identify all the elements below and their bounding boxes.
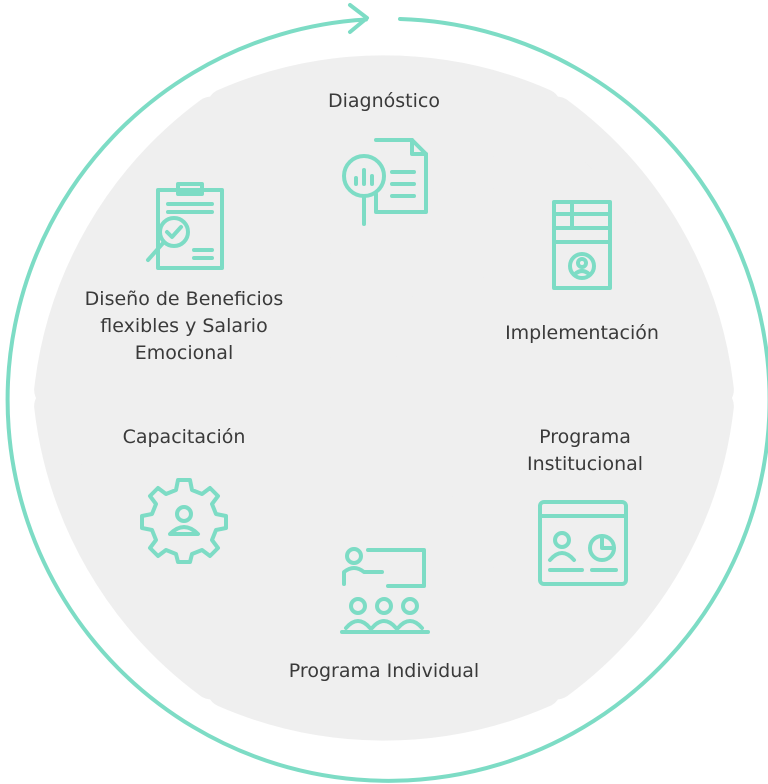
dashboard-user-icon: [536, 498, 630, 592]
segment-3: [207, 396, 561, 741]
segment-label-programa-institucional: Programa Institucional: [526, 426, 644, 475]
clipboard-check-icon: [144, 180, 226, 276]
document-analysis-icon: [336, 136, 432, 232]
segment-label-programa-individual: Programa Individual: [288, 660, 480, 682]
cycle-arrowhead-icon: [348, 3, 369, 34]
segment-label-diseno-beneficios: Diseño de Beneficios flexibles y Salario…: [84, 288, 284, 364]
cycle-ring: [5, 17, 768, 783]
presentation-group-icon: [338, 544, 432, 640]
segment-4: [34, 388, 389, 700]
segment-label-capacitacion: Capacitación: [122, 426, 246, 448]
gear-user-icon: [138, 476, 230, 568]
server-user-icon: [550, 198, 614, 296]
segment-0: [207, 55, 561, 400]
segment-label-diagnostico: Diagnóstico: [328, 90, 440, 112]
segment-label-implementacion: Implementación: [505, 322, 659, 344]
segment-5: [34, 96, 389, 408]
segment-1: [379, 96, 734, 408]
